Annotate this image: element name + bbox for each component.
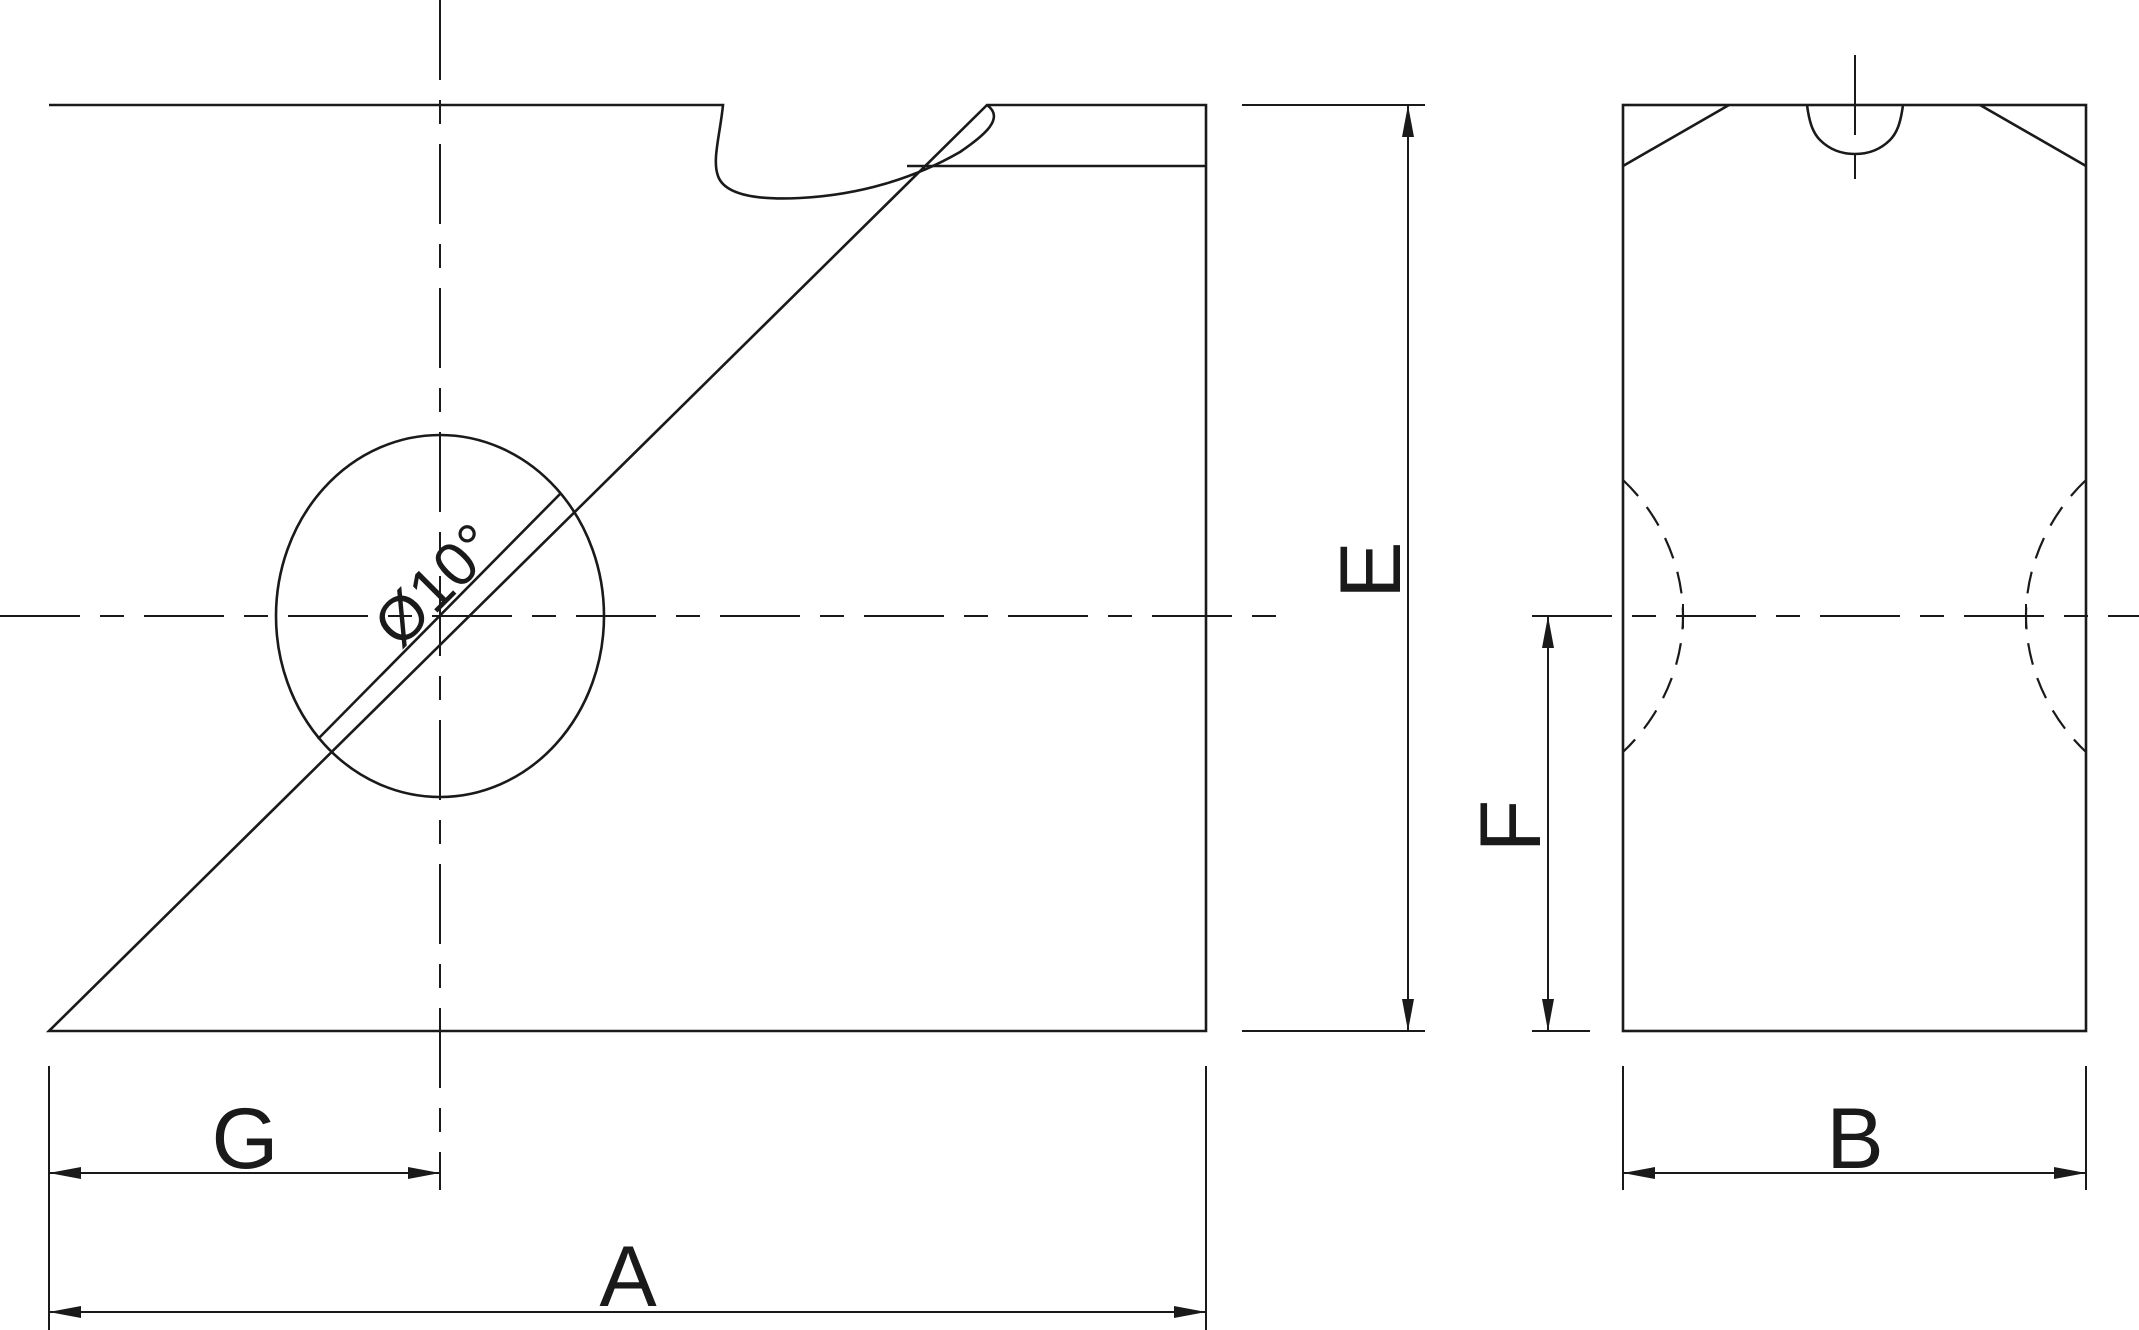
g-label: G bbox=[212, 1091, 279, 1187]
left-chamfer bbox=[1622, 103, 1730, 168]
e-arrow-top bbox=[1402, 105, 1414, 137]
g-arrow-right bbox=[408, 1167, 440, 1179]
hole-diameter-label: Ø10° bbox=[361, 511, 510, 660]
dimension-e: E bbox=[1242, 104, 1425, 1032]
a-label: A bbox=[599, 1229, 657, 1325]
a-arrow-right bbox=[1174, 1306, 1206, 1318]
dimension-b: B bbox=[1622, 1066, 2087, 1190]
front-view: Ø10° bbox=[0, 0, 1292, 1190]
e-label: E bbox=[1323, 541, 1419, 598]
front-view-outline bbox=[45, 103, 1208, 1033]
right-chamfer bbox=[1979, 103, 2087, 168]
dimension-f: F bbox=[1463, 615, 1590, 1032]
g-arrow-left bbox=[49, 1167, 81, 1179]
dimension-g: G bbox=[48, 1066, 440, 1330]
dimension-a: A bbox=[49, 1066, 1207, 1330]
b-arrow-right bbox=[2054, 1167, 2086, 1179]
b-label: B bbox=[1826, 1091, 1883, 1187]
top-groove bbox=[1805, 104, 1905, 156]
f-label: F bbox=[1463, 800, 1559, 853]
f-arrow-top bbox=[1542, 616, 1554, 648]
f-arrow-bottom bbox=[1542, 999, 1554, 1031]
b-arrow-left bbox=[1623, 1167, 1655, 1179]
e-arrow-bottom bbox=[1402, 999, 1414, 1031]
a-arrow-left bbox=[49, 1306, 81, 1318]
side-view bbox=[1532, 55, 2139, 1033]
side-view-outline bbox=[1621, 103, 2088, 1033]
